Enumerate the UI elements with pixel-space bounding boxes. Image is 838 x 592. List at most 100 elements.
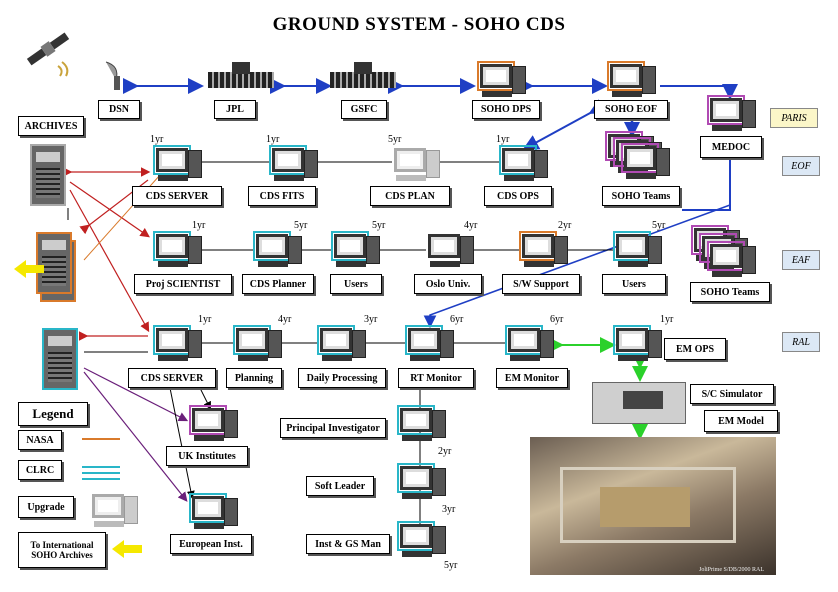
gsfc-label: GSFC	[341, 100, 387, 119]
users-2-computer-icon	[613, 231, 662, 268]
daily-processing-computer-icon	[317, 325, 366, 362]
oslo-years: 4yr	[464, 220, 478, 231]
european-inst-label: European Inst.	[170, 534, 252, 554]
yellow-arrow-icon	[14, 260, 44, 278]
cds-ops-label: CDS OPS	[484, 186, 552, 206]
uk-institutes-computer-icon	[189, 405, 238, 442]
em-model-photo: JoliPrime S/DB/2000 RAL	[530, 437, 776, 575]
soho-teams-2-computer-icon-3	[707, 241, 756, 278]
site-eaf: EAF	[782, 250, 820, 270]
users-2-years: 5yr	[652, 220, 666, 231]
dsn-label: DSN	[98, 100, 140, 119]
legend-nasa-swatch	[82, 438, 120, 440]
em-monitor-computer-icon	[505, 325, 554, 362]
pi-computer-icon	[397, 405, 446, 442]
photo-caption: JoliPrime S/DB/2000 RAL	[698, 567, 764, 573]
principal-investigator-label: Principal Investigator	[280, 418, 386, 438]
cds-fits-label: CDS FITS	[248, 186, 316, 206]
cds-server-2-years: 1yr	[198, 314, 212, 325]
sc-simulator-icon	[592, 382, 686, 424]
oslo-computer-icon	[428, 234, 474, 268]
sw-support-years: 2yr	[558, 220, 572, 231]
site-paris: PARIS	[770, 108, 818, 128]
site-eof: EOF	[782, 156, 820, 176]
cds-plan-years: 5yr	[388, 134, 402, 145]
satellite-icon	[26, 32, 70, 77]
sw-support-computer-icon	[519, 231, 568, 268]
daily-processing-label: Daily Processing	[298, 368, 386, 388]
jpl-label: JPL	[214, 100, 256, 119]
soho-teams-label: SOHO Teams	[602, 186, 680, 206]
cds-server-2-computer-icon	[153, 325, 202, 362]
users-label: Users	[330, 274, 382, 294]
em-model-label: EM Model	[704, 410, 778, 432]
sw-support-label: S/W Support	[502, 274, 580, 294]
cds-planner-label: CDS Planner	[242, 274, 314, 294]
em-ops-years: 1yr	[660, 314, 674, 325]
em-monitor-years: 6yr	[550, 314, 564, 325]
ral-archive-server-icon	[42, 328, 78, 390]
european-inst-computer-icon	[189, 493, 238, 530]
cds-server-2-label: CDS SERVER	[128, 368, 216, 388]
medoc-label: MEDOC	[700, 136, 762, 158]
soft-leader-computer-icon	[397, 463, 446, 500]
cds-fits-years: 1yr	[266, 134, 280, 145]
jpl-building-icon	[208, 62, 274, 88]
inst-gs-man-computer-icon	[397, 521, 446, 558]
sc-simulator-label: S/C Simulator	[690, 384, 774, 404]
legend-international: To International SOHO Archives	[18, 532, 106, 568]
archive-server-icon	[30, 144, 66, 206]
proj-scientist-computer-icon	[153, 231, 202, 268]
dish-antenna-icon	[105, 61, 120, 90]
proj-scientist-years: 1yr	[192, 220, 206, 231]
rt-monitor-years: 6yr	[450, 314, 464, 325]
upgrade-computer-icon	[92, 494, 138, 528]
proj-scientist-label: Proj SCIENTIST	[134, 274, 232, 294]
cds-server-computer-icon	[153, 145, 202, 182]
legend-title: Legend	[18, 402, 88, 426]
soho-dps-label: SOHO DPS	[472, 100, 540, 119]
uk-institutes-label: UK Institutes	[166, 446, 248, 466]
rt-monitor-label: RT Monitor	[398, 368, 474, 388]
legend-clrc-swatch-3	[82, 478, 120, 480]
cds-plan-label: CDS PLAN	[370, 186, 450, 206]
cds-fits-computer-icon	[269, 145, 318, 182]
daily-processing-years: 3yr	[364, 314, 378, 325]
planning-years: 4yr	[278, 314, 292, 325]
site-ral: RAL	[782, 332, 820, 352]
archives-label: ARCHIVES	[18, 116, 84, 136]
planning-label: Planning	[226, 368, 282, 388]
em-monitor-label: EM Monitor	[496, 368, 568, 388]
gsfc-building-icon	[330, 62, 396, 88]
inst-gs-man-label: Inst & GS Man	[306, 534, 390, 554]
soho-teams-computer-icon-3	[621, 143, 670, 180]
legend-upgrade: Upgrade	[18, 496, 74, 518]
rt-monitor-computer-icon	[405, 325, 454, 362]
cds-planner-computer-icon	[253, 231, 302, 268]
soho-eof-computer-icon	[607, 61, 656, 98]
legend-clrc-swatch	[82, 466, 120, 468]
soft-leader-label: Soft Leader	[306, 476, 374, 496]
users-2-label: Users	[602, 274, 666, 294]
medoc-computer-icon	[707, 95, 756, 132]
legend-nasa: NASA	[18, 430, 62, 450]
planning-computer-icon	[233, 325, 282, 362]
soho-eof-label: SOHO EOF	[594, 100, 668, 119]
cds-server-label: CDS SERVER	[132, 186, 222, 206]
users-years: 5yr	[372, 220, 386, 231]
cds-ops-computer-icon	[499, 145, 548, 182]
page-title: GROUND SYSTEM - SOHO CDS	[272, 14, 566, 35]
soho-dps-computer-icon	[477, 61, 526, 98]
inst-gs-man-years: 5yr	[444, 560, 458, 571]
legend-clrc: CLRC	[18, 460, 62, 480]
users-computer-icon	[331, 231, 380, 268]
cds-plan-computer-icon	[394, 148, 440, 182]
cds-ops-years: 1yr	[496, 134, 510, 145]
legend-clrc-swatch-2	[82, 472, 120, 474]
em-ops-computer-icon	[613, 325, 662, 362]
nasa-archive-server-icon-2	[36, 232, 72, 294]
pi-years: 2yr	[438, 446, 452, 457]
soft-leader-years: 3yr	[442, 504, 456, 515]
cds-server-years: 1yr	[150, 134, 164, 145]
